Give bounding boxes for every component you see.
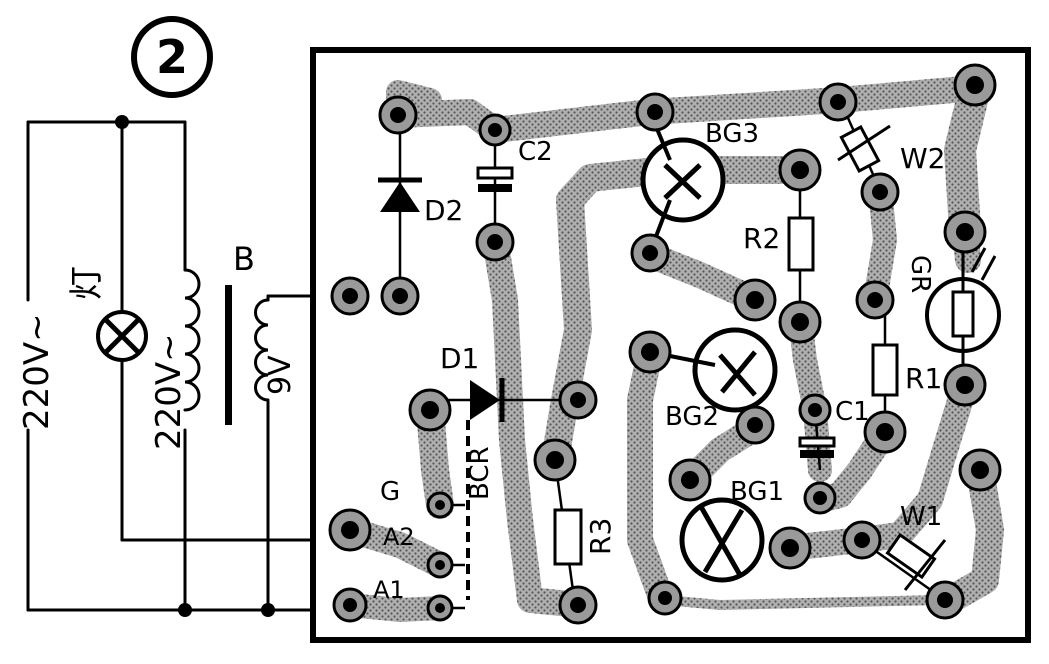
lamp-symbol (96, 310, 148, 362)
label-primary-voltage: 220V~ (149, 333, 189, 450)
transformer-secondary-coil (254, 298, 270, 402)
label-d2: D2 (424, 194, 463, 227)
label-d1: D1 (440, 342, 479, 375)
label-r3: R3 (584, 518, 617, 555)
label-a1: A1 (373, 576, 405, 604)
label-w2: W2 (900, 142, 946, 175)
transformer-core (225, 285, 232, 425)
label-mains-voltage: 220V~ (17, 313, 57, 430)
label-g: G (380, 477, 400, 507)
svg-text:2: 2 (156, 30, 188, 84)
components (378, 99, 1001, 610)
pads (328, 63, 1002, 625)
external-wiring (26, 115, 347, 617)
label-r1: R1 (905, 362, 942, 395)
label-bg1: BG1 (730, 477, 784, 507)
label-gr: GR (905, 255, 935, 293)
label-w1: W1 (900, 502, 942, 532)
transformer-primary-coil (183, 268, 201, 412)
label-a2: A2 (383, 523, 415, 551)
figure-number: 2 (131, 16, 213, 98)
label-c2: C2 (518, 137, 553, 167)
label-bcr: BCR (465, 446, 495, 500)
label-bg2: BG2 (665, 402, 719, 432)
label-bg3: BG3 (705, 119, 759, 149)
label-secondary-voltage: 9V (263, 355, 298, 395)
label-lamp: 灯 (67, 266, 107, 300)
label-transformer: B (233, 240, 255, 278)
label-r2: R2 (743, 222, 780, 255)
label-c1: C1 (835, 397, 870, 427)
